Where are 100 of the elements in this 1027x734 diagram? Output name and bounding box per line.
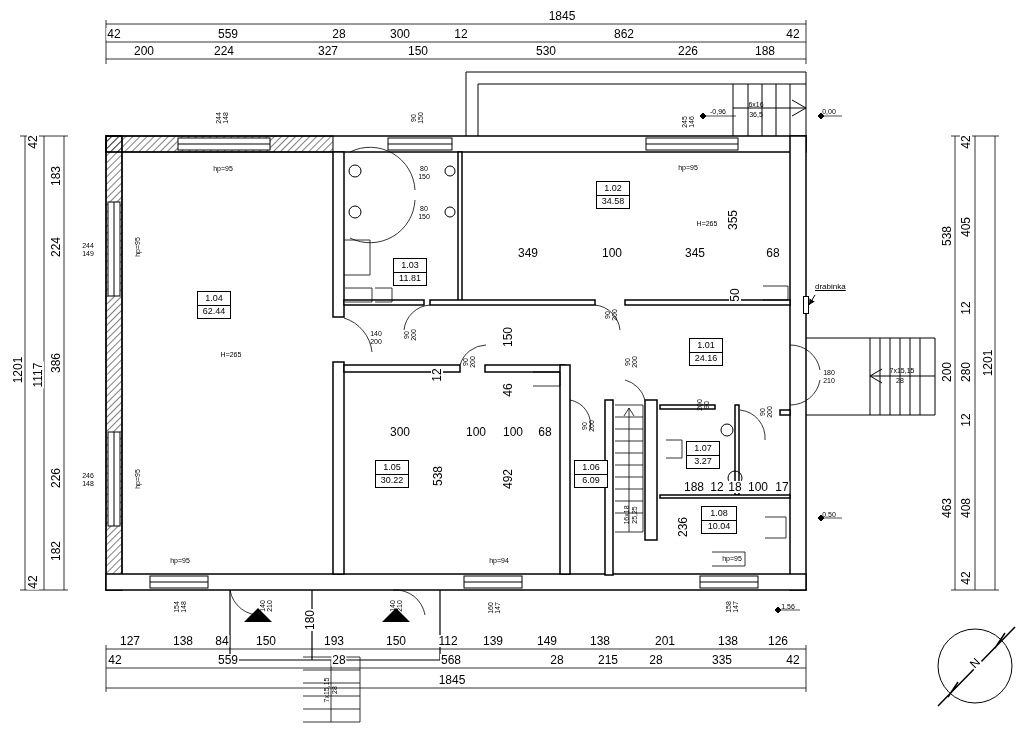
room-area: 6.09	[575, 473, 607, 487]
dimension-label: 200	[133, 45, 155, 57]
dimension-label: 1201	[12, 355, 24, 385]
room-area: 30.22	[376, 473, 408, 487]
dimension-label: 100	[465, 426, 487, 438]
dimension-label: 183	[50, 165, 62, 187]
dimension-label: 28	[331, 28, 347, 40]
dimension-label: 42	[27, 134, 39, 150]
room-tag	[375, 460, 409, 488]
dimension-label: 224	[50, 236, 62, 258]
dimension-label: 236	[677, 516, 689, 538]
dimension-label: 215	[597, 654, 619, 666]
dimension-label: 300	[389, 426, 411, 438]
dimension-label: 28	[549, 654, 565, 666]
dimension-label: 355	[727, 209, 739, 231]
dimension-label: 188	[683, 481, 705, 493]
dimension-label: 386	[50, 352, 62, 374]
dimension-label: 12	[431, 367, 443, 383]
dimension-label: 68	[537, 426, 553, 438]
dimension-label: 408	[960, 497, 972, 519]
dimension-label: 138	[717, 635, 739, 647]
room-tag	[197, 291, 231, 319]
room-tag	[393, 258, 427, 286]
dimension-label: 126	[767, 635, 789, 647]
dimension-label: 46	[502, 382, 514, 398]
dimension-label: 12	[709, 481, 725, 493]
dimension-label: 568	[440, 654, 462, 666]
dimension-label: 559	[217, 654, 239, 666]
note-text: drabinka	[815, 283, 846, 291]
dimension-label: 150	[407, 45, 429, 57]
dimension-label: 345	[684, 247, 706, 259]
dimension-label: 42	[960, 134, 972, 150]
room-number: 1.05	[382, 461, 402, 474]
dimension-label: 28	[331, 654, 347, 666]
dimension-label: 17	[774, 481, 790, 493]
dimension-label: 200	[941, 361, 953, 383]
room-tag	[686, 441, 720, 469]
dimension-label: 12	[960, 300, 972, 316]
dimension-label: 42	[27, 574, 39, 590]
dimension-label: 42	[785, 28, 801, 40]
room-tag	[689, 338, 723, 366]
dimension-label: 335	[711, 654, 733, 666]
dimension-label: 42	[785, 654, 801, 666]
dimension-label: 1845	[437, 674, 467, 686]
room-area: 62.44	[198, 304, 230, 318]
dimension-label: 138	[172, 635, 194, 647]
ladder-bar	[803, 296, 809, 314]
room-tag	[596, 181, 630, 209]
dimension-label: 150	[255, 635, 277, 647]
room-number: 1.01	[696, 339, 716, 352]
dimension-label: 538	[432, 465, 444, 487]
dimension-label: 280	[960, 361, 972, 383]
dimension-label: 84	[214, 635, 230, 647]
dimension-label: 138	[589, 635, 611, 647]
dimension-label: 1117	[32, 361, 44, 389]
dimension-label: 12	[960, 412, 972, 428]
dimension-label: 1201	[982, 348, 994, 378]
room-number: 1.03	[400, 259, 420, 272]
room-number: 1.04	[204, 292, 224, 305]
dimension-label: 42	[960, 570, 972, 586]
room-number: 1.06	[581, 461, 601, 474]
dimension-label: 405	[960, 216, 972, 238]
dimension-label: 226	[677, 45, 699, 57]
dimension-label: 180	[304, 609, 316, 631]
dimension-label: 538	[941, 225, 953, 247]
dimension-label: 127	[119, 635, 141, 647]
dimension-label: 100	[601, 247, 623, 259]
leader-line	[808, 294, 816, 306]
dimension-label: 188	[754, 45, 776, 57]
dimension-label: 226	[50, 467, 62, 489]
room-area: 3.27	[687, 454, 719, 468]
dimension-label: 492	[502, 468, 514, 490]
dimension-label: 149	[536, 635, 558, 647]
dimension-label: 559	[217, 28, 239, 40]
dimension-label: 112	[437, 635, 459, 647]
north-label: N	[967, 655, 983, 671]
room-area: 34.58	[597, 194, 629, 208]
dimension-label: 28	[648, 654, 664, 666]
room-tag	[701, 506, 737, 534]
room-area: 11.81	[394, 271, 426, 285]
dimension-label: 300	[389, 28, 411, 40]
dimension-label: 100	[502, 426, 524, 438]
dimension-label: 12	[453, 28, 469, 40]
dimension-label: 530	[535, 45, 557, 57]
dimension-label: 150	[385, 635, 407, 647]
dimension-label: 42	[106, 28, 122, 40]
dimension-label: 201	[654, 635, 676, 647]
dimension-label: 182	[50, 540, 62, 562]
dimension-label: 42	[107, 654, 123, 666]
dimension-label: 50	[729, 287, 741, 303]
dimension-label: 349	[517, 247, 539, 259]
room-area: 24.16	[690, 351, 722, 365]
room-number: 1.08	[709, 507, 729, 520]
dimension-label: 68	[765, 247, 781, 259]
room-tag	[574, 460, 608, 488]
room-area: 10.04	[702, 519, 736, 533]
dimension-label: 150	[502, 326, 514, 348]
dimension-label: 327	[317, 45, 339, 57]
dimension-label: 862	[613, 28, 635, 40]
dimension-label: 139	[482, 635, 504, 647]
